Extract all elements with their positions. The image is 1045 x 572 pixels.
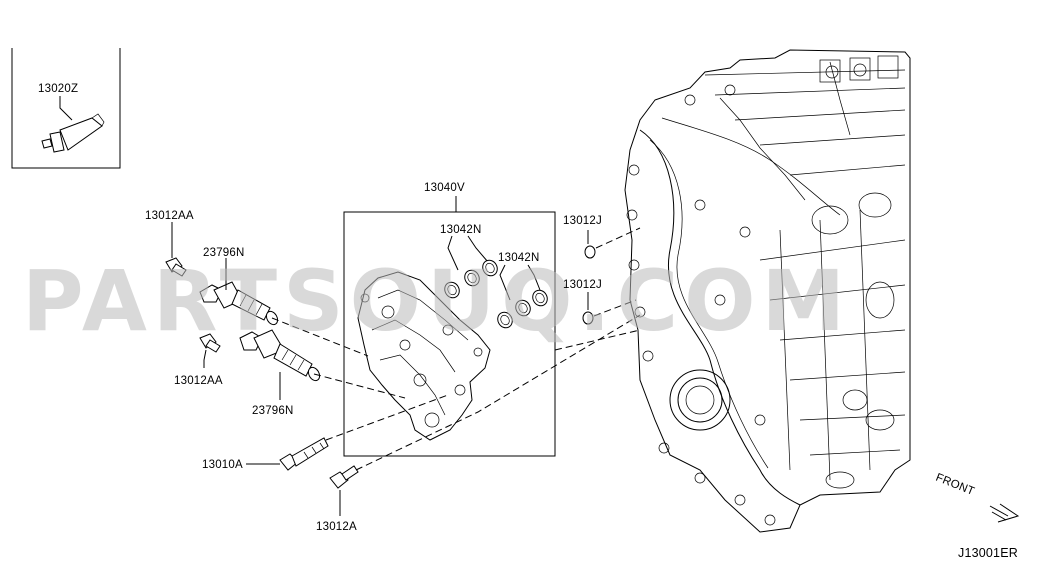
label-13012a: 13012A [316,521,357,533]
label-13010a: 13010A [202,459,243,471]
watermark: PARTSOUQ.COM [22,252,851,350]
bolt-13012AA-lower [199,333,221,353]
label-13040v: 13040V [424,182,465,194]
solenoid-lower [239,329,321,382]
label-13012aa-upper: 13012AA [145,210,194,222]
washer-13012J-lower [582,311,594,325]
part-labels: 13020Z 13040V 13042N 13042N 13012AA 2379… [38,83,1018,560]
solenoid-upper [199,281,279,326]
label-13012aa-lower: 13012AA [174,375,223,387]
engine-block [624,49,911,533]
label-23796n-upper: 23796N [203,247,244,259]
label-leaders [171,222,589,516]
bolt-13012AA-upper [165,257,187,277]
seal-rings-lower [497,289,548,329]
label-13012j-upper: 13012J [563,215,602,227]
label-23796n-lower: 23796N [252,405,293,417]
label-13042n-lower: 13042N [498,252,539,264]
housing-part [357,271,491,441]
bolt-13012A [329,465,359,489]
ring-leaders [447,235,541,301]
label-13020z: 13020Z [38,83,78,95]
label-13042n-upper: 13042N [440,224,481,236]
front-arrow-icon [989,503,1020,523]
assembly-lines [271,227,641,471]
assembly-box [343,196,556,457]
front-label: FRONT [934,472,976,498]
label-13012j-lower: 13012J [563,279,602,291]
seal-rings-upper [444,259,498,299]
diagram-code: J13001ER [958,546,1018,560]
sealant-inset [11,48,121,169]
washer-13012J-upper [584,245,596,259]
bolt-13010A [279,437,329,471]
